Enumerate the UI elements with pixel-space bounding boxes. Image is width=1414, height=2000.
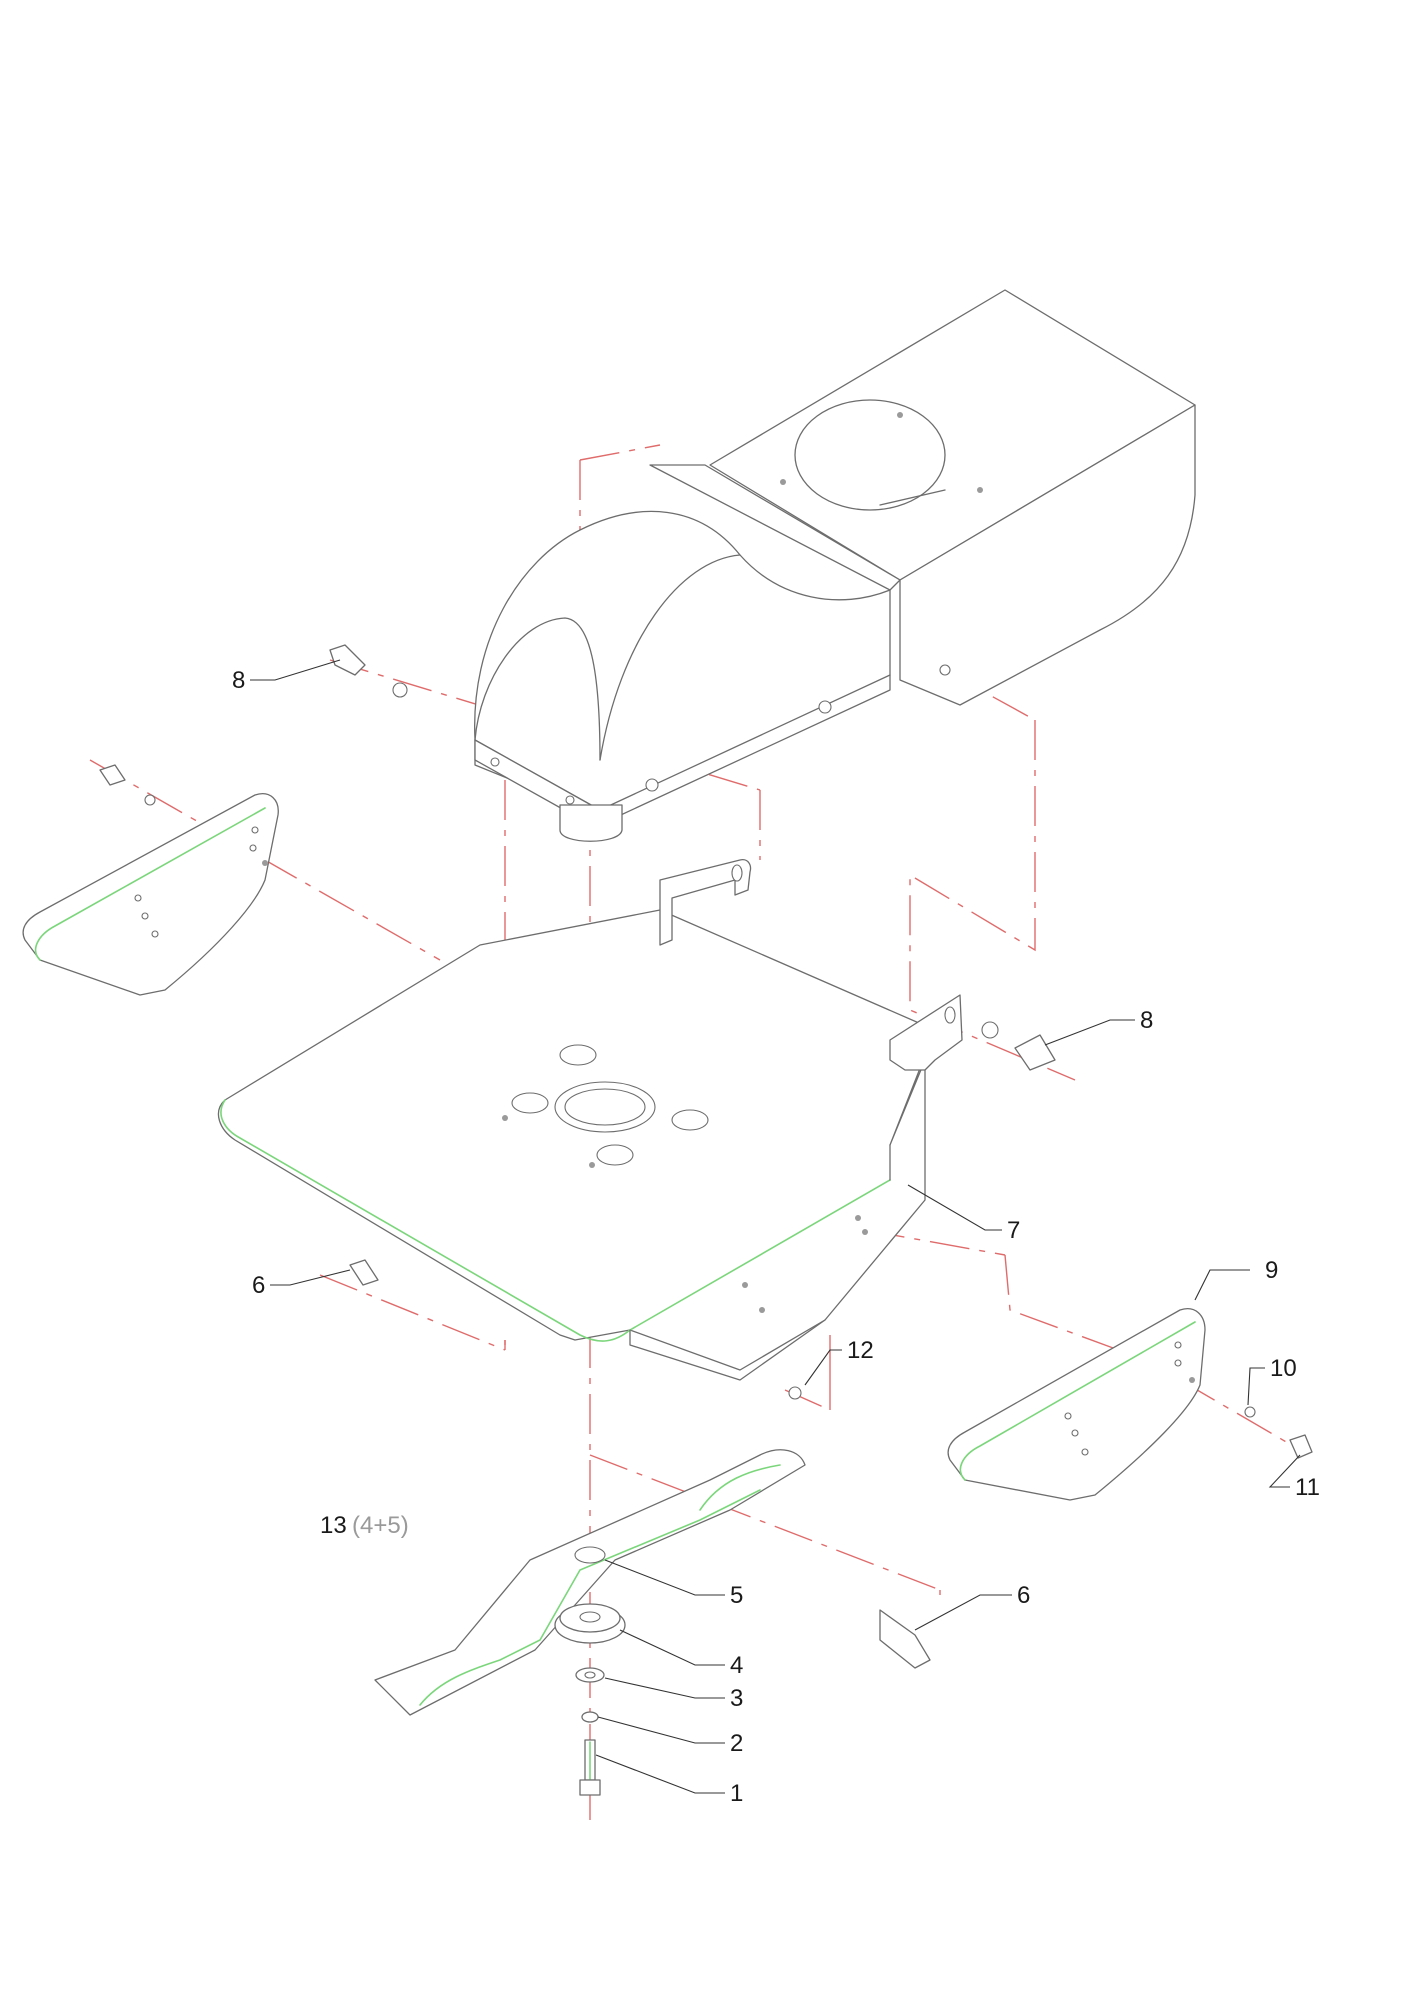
callout-6-left: 6 xyxy=(252,1272,265,1299)
callout-2: 2 xyxy=(730,1730,743,1757)
leader-lines xyxy=(250,659,1301,1794)
fasteners xyxy=(99,644,1313,1669)
callout-13-sub: (4+5) xyxy=(352,1512,409,1539)
mount-brackets xyxy=(659,859,963,1071)
side-bracket-left xyxy=(22,793,279,996)
callout-5: 5 xyxy=(730,1582,743,1609)
callout-8-right: 8 xyxy=(1140,1007,1153,1034)
callout-10: 10 xyxy=(1270,1355,1297,1382)
callout-labels: 8 8 6 7 9 10 11 12 13 (4+5) 5 6 4 3 2 1 xyxy=(232,667,1320,1807)
callout-13: 13 xyxy=(320,1512,347,1539)
callout-12: 12 xyxy=(847,1337,874,1364)
discharge-housing xyxy=(474,289,1196,842)
callout-9: 9 xyxy=(1265,1257,1278,1284)
callout-7: 7 xyxy=(1007,1217,1020,1244)
callout-1: 1 xyxy=(730,1780,743,1807)
callout-4: 4 xyxy=(730,1652,743,1679)
callout-3: 3 xyxy=(730,1685,743,1712)
deck-plate xyxy=(217,909,936,1381)
callout-6-right: 6 xyxy=(1017,1582,1030,1609)
callout-11: 11 xyxy=(1295,1474,1320,1501)
blade-assembly xyxy=(374,1449,806,1796)
callout-8-left: 8 xyxy=(232,667,245,694)
side-bracket-right xyxy=(947,1308,1206,1501)
